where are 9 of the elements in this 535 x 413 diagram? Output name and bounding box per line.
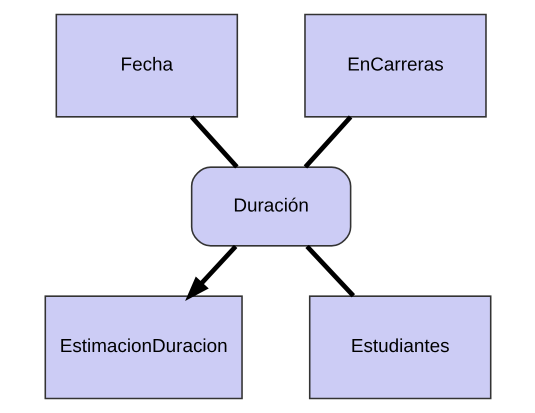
node-box: EnCarreras bbox=[304, 14, 486, 118]
connector bbox=[304, 244, 355, 298]
node-box: EstimacionDuracion bbox=[44, 295, 242, 400]
node-box: Fecha bbox=[55, 14, 238, 118]
connector bbox=[303, 115, 352, 169]
arrow bbox=[184, 244, 237, 302]
node-box: Duración bbox=[190, 166, 351, 247]
node-box: Estudiantes bbox=[308, 295, 491, 400]
connector bbox=[189, 115, 238, 169]
